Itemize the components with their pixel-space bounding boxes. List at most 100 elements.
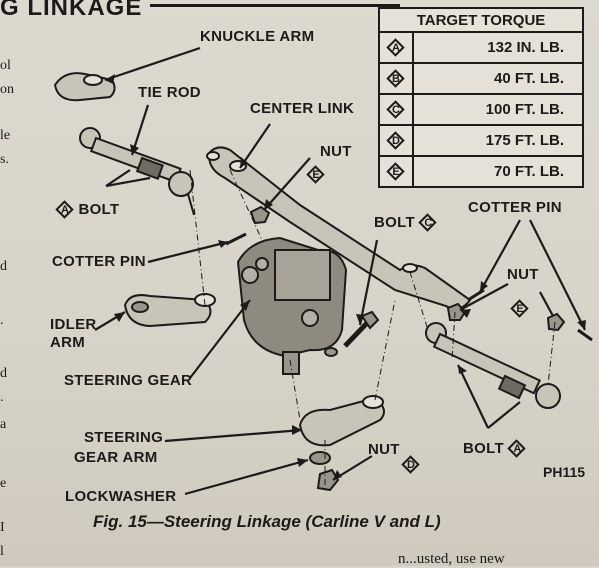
torque-key-cell: E xyxy=(378,155,414,188)
key-nut-top: E xyxy=(307,166,325,184)
leader-bolt-right-2 xyxy=(487,401,521,429)
idler-arm-bushing xyxy=(131,301,149,313)
label-bolt-left: A BOLT xyxy=(56,201,119,219)
leader-steering-gear xyxy=(189,299,251,379)
label-nut-bottom: NUT xyxy=(368,441,400,458)
tie-rod-right-clamp xyxy=(497,374,527,400)
leader-lockwasher xyxy=(184,458,309,496)
side-text-line: on xyxy=(0,82,14,97)
side-text-line: l xyxy=(0,544,4,559)
arrow-nut-bottom xyxy=(333,470,342,480)
diamond-key-icon: B xyxy=(387,70,405,88)
arrow-bolt-right xyxy=(458,365,467,374)
assembly-line-6 xyxy=(451,311,456,361)
assembly-line-3 xyxy=(289,359,301,421)
tie-rod-right-end-right xyxy=(535,383,561,409)
bolt-center-head xyxy=(360,310,380,330)
arrow-lockwasher xyxy=(297,458,308,467)
diamond-key-icon: E xyxy=(387,163,405,181)
torque-value-cell: 70 FT. LB. xyxy=(412,155,584,188)
steering-gear-arm-eye xyxy=(362,395,384,409)
tie-rod-clamp xyxy=(135,156,164,180)
arrow-steering-gear xyxy=(240,300,250,311)
leader-bolt-right-1 xyxy=(457,364,489,429)
nut-top-part xyxy=(249,205,271,225)
diamond-key-icon: A xyxy=(508,440,526,458)
side-text-line: e xyxy=(0,476,7,491)
label-steering-gear-arm-1: STEERING xyxy=(84,429,164,446)
tie-rod-stud xyxy=(187,193,195,216)
side-text-line: d xyxy=(0,259,7,274)
torque-value-cell: 100 FT. LB. xyxy=(412,93,584,126)
side-text-line: . xyxy=(0,313,4,328)
arrow-idler xyxy=(114,312,125,322)
torque-row: B 40 FT. LB. xyxy=(378,62,584,95)
leader-steering-gear-arm xyxy=(164,428,303,443)
assembly-line-5 xyxy=(409,271,429,331)
arrow-center-link xyxy=(240,157,248,168)
center-link-eye-left-2 xyxy=(206,151,220,161)
arrow-knuckle-arm xyxy=(105,74,115,84)
leader-cotter-pin-right-2 xyxy=(529,219,586,331)
diamond-key-icon: E xyxy=(307,166,325,184)
torque-value-cell: 40 FT. LB. xyxy=(412,62,584,95)
tie-rod-end-right xyxy=(168,171,194,197)
header-rule xyxy=(150,4,400,7)
label-bolt-right-text: BOLT xyxy=(463,440,504,458)
leader-nut-right-2 xyxy=(539,291,554,317)
torque-key-cell: B xyxy=(378,62,414,95)
torque-key-cell: D xyxy=(378,124,414,157)
bolt-center-washer xyxy=(324,347,338,357)
label-steering-gear: STEERING GEAR xyxy=(64,372,193,389)
label-nut-right: NUT xyxy=(507,266,539,283)
label-cotter-pin-right: COTTER PIN xyxy=(468,199,562,216)
assembly-line-2 xyxy=(189,169,206,306)
label-center-link: CENTER LINK xyxy=(250,100,355,117)
assembly-line-8 xyxy=(547,321,556,386)
arrow-cotter-right-2 xyxy=(577,320,586,330)
arrow-tie-rod xyxy=(130,144,139,155)
label-idler-arm-2: ARM xyxy=(50,334,86,351)
arrow-bolt-center xyxy=(356,314,365,325)
label-bolt-center: BOLT C xyxy=(374,214,437,232)
gear-bolt-2 xyxy=(255,257,269,271)
nut-right-1 xyxy=(446,302,467,321)
label-cotter-pin-left: COTTER PIN xyxy=(52,253,146,270)
gear-bolt-1 xyxy=(241,266,259,284)
side-text-line: . xyxy=(0,390,4,405)
diamond-key-icon: A xyxy=(387,39,405,57)
torque-key-cell: A xyxy=(378,31,414,64)
gear-bolt-3 xyxy=(301,309,319,327)
torque-row: C 100 FT. LB. xyxy=(378,93,584,126)
steering-gear-cover xyxy=(274,249,331,301)
diamond-key-icon: E xyxy=(511,300,529,318)
bolt-center-part xyxy=(343,320,370,348)
leader-nut-top xyxy=(263,157,311,211)
label-idler-arm-1: IDLER xyxy=(50,316,97,333)
side-text-line: s. xyxy=(0,152,9,167)
label-tie-rod: TIE ROD xyxy=(138,84,201,101)
label-bolt-right: BOLT A xyxy=(463,440,526,458)
label-knuckle-arm: KNUCKLE ARM xyxy=(200,28,315,45)
arrow-nut-top xyxy=(264,199,273,210)
torque-value-cell: 132 IN. LB. xyxy=(412,31,584,64)
arrow-cotter-right xyxy=(480,281,488,292)
arrow-nut-right xyxy=(460,309,471,318)
leader-cotter-pin-right-1 xyxy=(479,219,521,293)
arrow-cotter-left xyxy=(218,240,228,248)
leader-nut-right-1 xyxy=(459,283,509,311)
leader-bolt-left-2 xyxy=(105,176,151,188)
nut-bottom-part xyxy=(316,468,340,492)
diamond-key-icon: D xyxy=(387,132,405,150)
label-nut-top: NUT xyxy=(320,143,352,160)
leader-knuckle-arm xyxy=(104,46,201,82)
leader-bolt-left-1 xyxy=(105,169,131,187)
cotter-pin-right-2 xyxy=(577,328,593,342)
lockwasher-part xyxy=(309,451,331,465)
diamond-key-icon: C xyxy=(387,101,405,119)
